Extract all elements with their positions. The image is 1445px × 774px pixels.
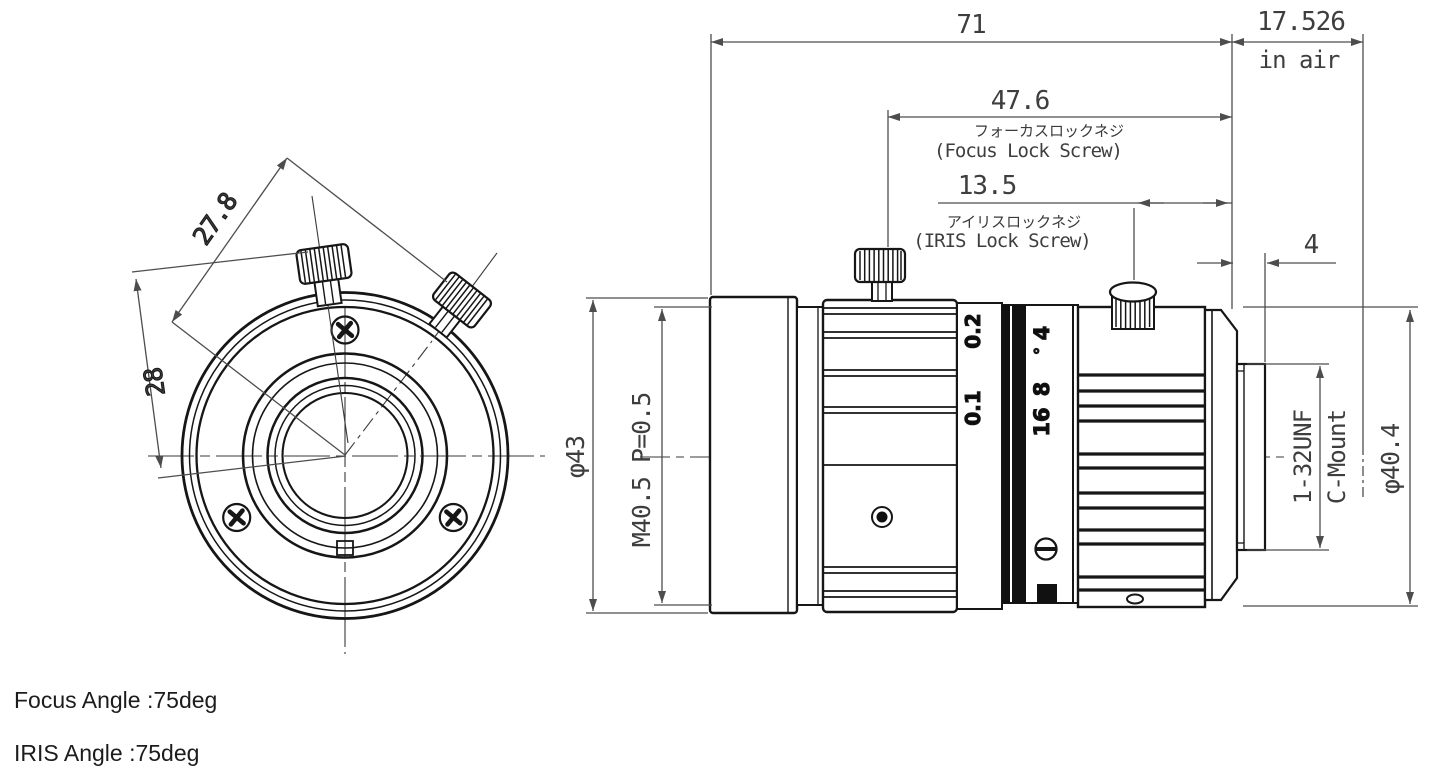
dim-text-phi43: φ43 [561,436,590,478]
front-view: 27.8 28 [131,157,545,654]
dim-text-17-526: 17.526 [1257,7,1345,37]
iris-ring [1076,305,1207,609]
dim-text-71: 71 [956,10,985,40]
front-index-tab [336,540,354,556]
dim-text-1-32unf: 1-32UNF [1289,409,1317,504]
note-focus-angle: Focus Angle :75deg [14,687,217,713]
note-iris-angle: IRIS Angle :75deg [14,740,199,766]
side-view: 0.2 0.1 4 ° 8 16 [640,247,1290,615]
fstop-mark-8: 8 [1030,382,1054,397]
dim-text-27-8: 27.8 [187,188,243,251]
phillips-screw-lower-left [222,502,252,533]
dim-screw-offset [131,251,347,479]
dim-text-phi40-4: φ40.4 [1376,424,1405,494]
iris-knob-axis-centerline [344,340,433,456]
phillips-screw-lower-right [438,502,468,533]
aperture-index-block [1037,584,1057,603]
distance-mark-0-2: 0.2 [961,313,985,348]
label-iris-lock-jp: アイリスロックネジ [947,213,1081,231]
iris-lock-knob-front [427,271,493,339]
front-lens-circles [180,291,510,620]
dim-text-13-5: 13.5 [958,171,1017,201]
dim-text-47-6: 47.6 [991,86,1050,116]
iris-ring-port-hole [1126,593,1144,605]
rear-cap [1203,308,1239,602]
focus-knob-axis-line [311,195,349,444]
fstop-mark-16: 16 [1030,407,1054,436]
label-focus-lock-jp: フォーカスロックネジ [974,122,1124,140]
dim-text-m40-5: M40.5 P=0.5 [627,393,656,548]
dim-text-c-mount: C-Mount [1323,410,1351,504]
aperture-slotted-screw [1034,537,1058,561]
focus-lock-knob-side [853,247,907,302]
front-barrel [708,295,799,615]
dim-text-in-air: in air [1259,46,1340,74]
focus-ring [821,298,959,614]
iris-lock-knob-side [1108,281,1158,330]
distance-scale-ring: 0.2 0.1 [956,302,1003,610]
label-iris-lock-en: (IRIS Lock Screw) [913,230,1090,252]
dim-text-28: 28 [138,366,171,398]
cmount-thread [1235,362,1267,552]
dim-screw-spacing [171,157,448,456]
fstop-dot: ° [1031,347,1050,355]
barrel-neck [796,306,824,606]
label-focus-lock-en: (Focus Lock Screw) [934,140,1122,162]
aperture-ring: 4 ° 8 16 [1001,304,1079,604]
dimensions [586,34,1418,614]
fstop-mark-4: 4 [1030,326,1054,341]
focus-lock-knob-front [295,243,353,308]
distance-mark-0-1: 0.1 [961,390,985,425]
dim-text-4: 4 [1304,230,1319,260]
focus-ring-set-screw [871,506,893,528]
